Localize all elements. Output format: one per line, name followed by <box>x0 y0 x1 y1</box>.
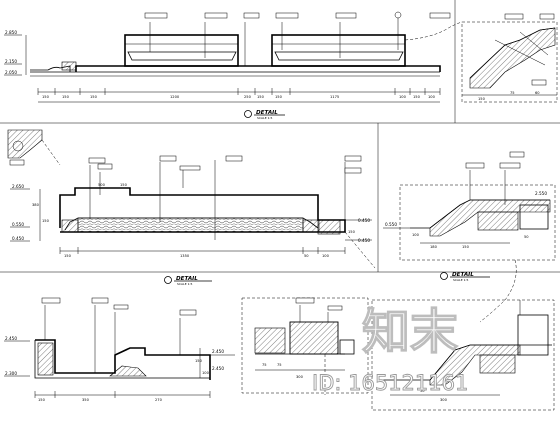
detail-title-mid: DETAIL SCALE 1:5 <box>164 276 212 286</box>
dim-label: 150 <box>42 95 50 99</box>
dim-label: 350 <box>82 398 90 402</box>
level-label: 2.300 <box>5 371 17 376</box>
dim-label: 270 <box>155 398 163 402</box>
level-label: 2.050 <box>5 70 17 75</box>
level-label: 2.650 <box>12 184 24 189</box>
dim-label: 60 <box>535 91 540 95</box>
dim-label: 500 <box>98 183 106 187</box>
level-label: 0.450 <box>12 236 24 241</box>
dim-label: 50 <box>420 389 425 393</box>
dim-label: 150 <box>90 95 98 99</box>
top-dim-chain: 150 150 150 1200 250 150 150 1175 100 15… <box>37 88 441 99</box>
middle-section-elevation: 2.650 0.550 0.450 0.450 0.450 380 150 15… <box>10 155 376 286</box>
watermark-brand: 知末 <box>362 304 458 360</box>
level-label: 0.450 <box>358 218 370 223</box>
dim-label: 150 <box>462 245 470 249</box>
bottom-section-elevation: 2.450 2.300 2.450 2.450 150 100 150 350 … <box>4 297 235 402</box>
level-label: 0.450 <box>358 238 370 243</box>
dim-label: 1175 <box>330 95 339 99</box>
detail-title-text: DETAIL <box>176 276 198 282</box>
level-label: 2.150 <box>5 59 17 64</box>
level-label: 0.550 <box>12 222 24 227</box>
dim-label: 150 <box>257 95 265 99</box>
dim-label: 75 <box>262 363 267 367</box>
dim-label: 150 <box>195 359 203 363</box>
dim-label: 300 <box>440 398 448 402</box>
level-label: 2.550 <box>535 191 547 196</box>
dim-label: 50 <box>524 235 529 239</box>
watermark: 知末 ID: 165121161 <box>312 303 469 395</box>
dim-label: 100 <box>399 95 407 99</box>
dim-label: 180 <box>430 245 438 249</box>
dim-label: 150 <box>413 95 421 99</box>
level-label: 2.450 <box>5 336 17 341</box>
dim-label: 150 <box>348 230 356 234</box>
dim-label: 75 <box>277 363 282 367</box>
level-label: 2.450 <box>212 366 224 371</box>
dim-label: 150 <box>38 398 46 402</box>
corner-detail <box>7 129 61 166</box>
dim-label: 100 <box>322 254 330 258</box>
top-section-elevation: 2.850 2.150 2.050 150 150 150 1200 250 1… <box>4 11 463 120</box>
detail-title-text: DETAIL <box>256 110 278 116</box>
dim-label: 150 <box>120 183 128 187</box>
detail-title-text: DETAIL <box>452 272 474 278</box>
level-label: 2.850 <box>5 30 17 35</box>
middle-right-detail: 0.550 2.550 180 150 100 50 DETAIL SCALE … <box>383 151 556 323</box>
dim-label: 380 <box>32 203 40 207</box>
dim-label: 150 <box>62 95 70 99</box>
level-label: 2.450 <box>212 349 224 354</box>
top-right-molding-detail: 150 75 60 <box>461 13 558 103</box>
bottom-center-detail: 75 75 300 <box>241 297 369 395</box>
bottom-right-detail: 50 300 <box>371 299 555 411</box>
dim-label: 150 <box>42 219 50 223</box>
dim-label: 100 <box>428 95 436 99</box>
detail-scale-text: SCALE 1:5 <box>177 282 192 286</box>
dim-label: 150 <box>275 95 283 99</box>
dim-label: 250 <box>244 95 252 99</box>
dim-label: 150 <box>478 97 486 101</box>
dim-label: 100 <box>202 371 210 375</box>
dim-label: 50 <box>304 254 309 258</box>
detail-title-top: DETAIL SCALE 1:5 <box>244 110 285 120</box>
detail-scale-text: SCALE 1:5 <box>453 278 468 282</box>
detail-title-right: DETAIL SCALE 1:5 <box>440 272 490 282</box>
watermark-id: ID: 165121161 <box>312 371 468 395</box>
dim-label: 150 <box>64 254 72 258</box>
dim-label: 300 <box>296 375 304 379</box>
dim-label: 1200 <box>170 95 180 99</box>
dim-label: 100 <box>412 233 420 237</box>
detail-scale-text: SCALE 1:5 <box>257 116 272 120</box>
dim-label: 1350 <box>180 254 190 258</box>
dim-label: 75 <box>510 91 515 95</box>
level-label: 0.550 <box>385 222 397 227</box>
